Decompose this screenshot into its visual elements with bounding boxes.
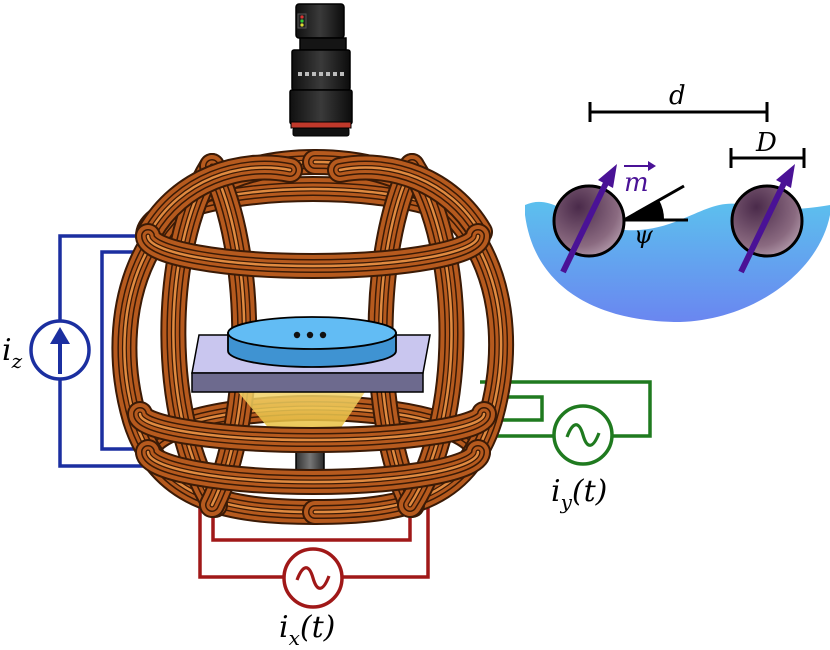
y-current-label: iy(t) [551, 474, 607, 514]
particle-inset: d D ψ m [525, 81, 830, 322]
z-coil-bottom-front [135, 439, 491, 495]
diameter-scale-bar [729, 148, 806, 168]
z-coil-top-front [135, 223, 491, 279]
equator-coil-front [127, 401, 497, 453]
moment-vector-arrow-icon [624, 161, 656, 171]
ac-source-icon [552, 404, 614, 466]
magnetic-particle [730, 164, 804, 274]
camera-icon [289, 3, 353, 137]
diameter-label: D [755, 128, 777, 158]
distance-label: d [669, 81, 686, 111]
z-circuit-wire-inner [100, 250, 145, 451]
helmholtz-coil-front [127, 154, 497, 495]
moment-label: m [624, 168, 649, 198]
angle-indicator [623, 184, 688, 222]
diagonal-coil-top-right [327, 154, 493, 245]
x-current-label: ix(t) [279, 610, 335, 650]
angle-label: ψ [634, 221, 654, 249]
diagonal-coil-top-left [137, 154, 303, 245]
dc-current-source-icon [29, 319, 91, 381]
distance-scale-bar [588, 102, 769, 122]
z-current-label: iz [2, 333, 23, 373]
ac-source-icon [282, 547, 344, 609]
petri-dish [227, 316, 397, 368]
x-circuit-wire-inner [211, 505, 412, 542]
